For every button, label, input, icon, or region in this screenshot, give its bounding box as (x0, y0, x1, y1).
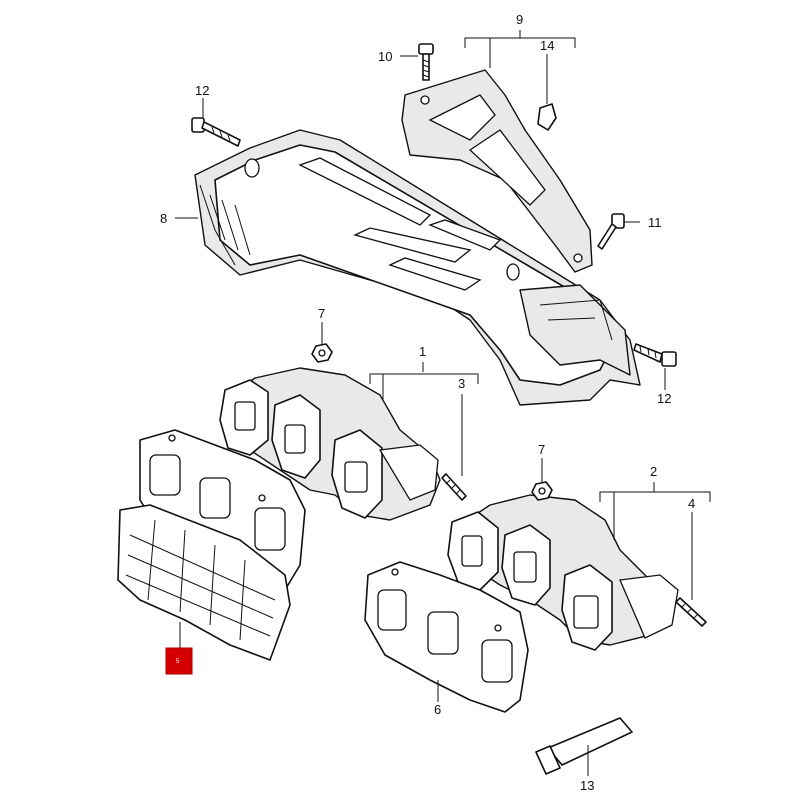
callout-6: 6 (434, 702, 441, 717)
bolt-12-lower (633, 343, 677, 367)
callout-13: 13 (580, 778, 594, 793)
callout-7-upper: 7 (318, 306, 325, 321)
callout-4: 4 (688, 496, 695, 511)
stud-3 (441, 473, 467, 501)
callout-9: 9 (516, 12, 523, 27)
support-bracket (401, 69, 593, 273)
callout-11: 11 (648, 215, 662, 230)
callout-12-upper: 12 (195, 83, 209, 98)
exhaust-manifold-right (447, 494, 679, 651)
nut-7-lower (531, 481, 553, 501)
gasket-left (139, 429, 306, 591)
bolt-10 (418, 43, 434, 81)
callout-3: 3 (458, 376, 465, 391)
exhaust-manifold-left (219, 367, 441, 521)
heat-shield-plate-5 (117, 504, 291, 661)
callout-8: 8 (160, 211, 167, 226)
highlight-callout-5[interactable]: 5 (165, 647, 193, 675)
paste-tube-13 (535, 717, 633, 775)
bolt-11 (597, 213, 625, 250)
callout-10: 10 (378, 49, 392, 64)
bolt-12-upper (191, 117, 241, 147)
callout-14: 14 (540, 38, 554, 53)
leader-lines (175, 30, 711, 776)
callout-7-lower: 7 (538, 442, 545, 457)
callout-1: 1 (419, 344, 426, 359)
gasket-right-6 (364, 561, 529, 713)
callout-2: 2 (650, 464, 657, 479)
heat-shield (194, 129, 641, 406)
callout-5: 5 (176, 659, 180, 665)
nut-7-upper (311, 343, 333, 363)
callout-12-lower: 12 (657, 391, 671, 406)
clip-14 (537, 103, 557, 131)
stud-4 (675, 597, 707, 627)
